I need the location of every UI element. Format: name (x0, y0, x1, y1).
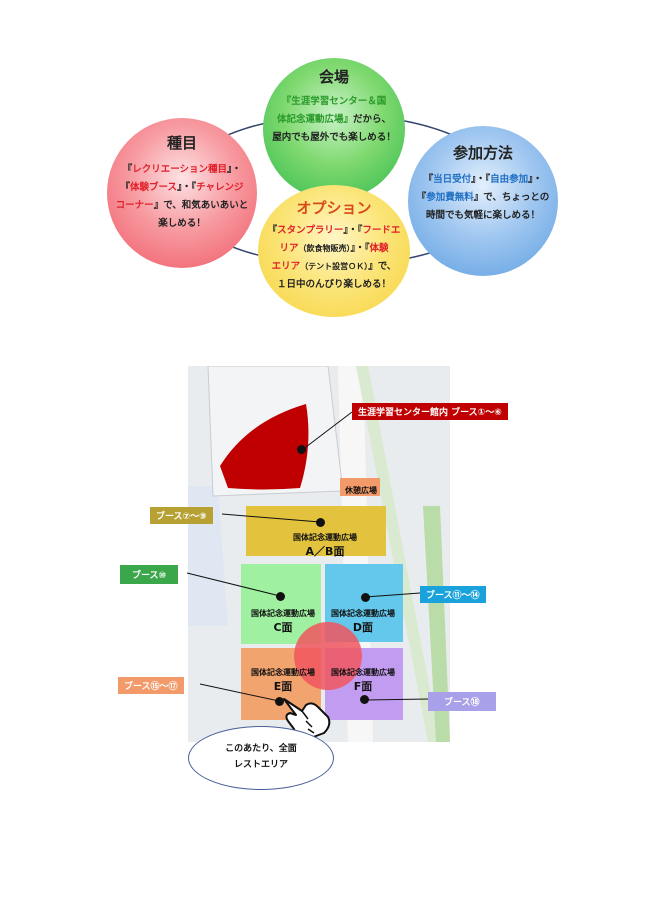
option-line2c: 』・『 (350, 243, 370, 254)
venue-line2: 体記念運動広場』 (276, 114, 353, 125)
option-line3b: （テント設営ＯＫ） (300, 262, 369, 271)
participation-line1b: 当日受付 (433, 174, 472, 185)
venue-line2b: だから、 (353, 114, 392, 125)
option-circle: オプション 『スタンプラリー』・『フードエ リア（飲食物販売）』・『体験 エリア… (258, 185, 410, 317)
events-line2b: 体験ブース (130, 182, 178, 193)
option-line2d: 体験 (369, 243, 389, 254)
booth5-dot (275, 697, 284, 706)
participation-line1a: 『 (423, 174, 434, 185)
zone-c-face: C面 (273, 621, 293, 634)
option-line1c: 』・『 (343, 225, 363, 236)
booth1-dot (297, 445, 306, 454)
events-line3b: 』で、和気あいあいと (153, 200, 249, 211)
zone-d-label: 国体記念運動広場 D面 (308, 608, 418, 635)
events-line1c: 』・ (227, 164, 242, 175)
option-line1b: スタンプラリー (277, 225, 344, 236)
option-line4: １日中のんびり楽しめる！ (276, 279, 391, 290)
option-title: オプション (296, 199, 372, 217)
option-line3c: 』で、 (368, 261, 397, 272)
participation-line1e: 』・ (528, 174, 543, 185)
booth2-label: ブース⑦～⑨ (150, 507, 213, 524)
venue-line1: 『生涯学習センター＆国 (281, 96, 387, 107)
option-line1a: 『 (267, 225, 278, 236)
events-line2a: 『 (120, 182, 131, 193)
events-line1b: レクリエーション種目 (132, 164, 228, 175)
events-line4: 楽しめる！ (158, 218, 206, 229)
booth4-dot (361, 593, 370, 602)
zone-f-face: F面 (353, 680, 373, 693)
booth2-dot (316, 518, 325, 527)
rest-plaza-label: 休憩広場 (345, 486, 377, 495)
events-circle: 種目 『レクリエーション種目』・ 『体験ブース』・『チャレンジ コーナー』で、和… (107, 118, 257, 268)
zone-f-name: 国体記念運動広場 (331, 668, 395, 677)
participation-title: 参加方法 (452, 144, 513, 162)
zone-e-name: 国体記念運動広場 (251, 668, 315, 677)
option-line1d: フードエ (362, 225, 401, 236)
participation-circle: 参加方法 『当日受付』・『自由参加』・ 『参加費無料』で、ちょっとの 時間でも気… (408, 126, 558, 276)
callout-line2: レストエリア (233, 760, 288, 770)
events-line2c: 』・『 (177, 182, 197, 193)
callout-line1: このあたり、全面 (225, 744, 297, 754)
zone-d-face: D面 (352, 621, 374, 634)
zone-ab-label: 国体記念運動広場 A／B面 (270, 532, 380, 559)
venue-circle: 会場 『生涯学習センター＆国 体記念運動広場』だから、 屋内でも屋外でも楽しめる… (263, 58, 405, 200)
booth5-label: ブース⑮～⑰ (118, 677, 184, 694)
participation-line2c: 』で、ちょっとの (473, 192, 550, 203)
booth3-dot (276, 592, 285, 601)
booth6-dot (360, 695, 369, 704)
participation-line1d: 自由参加 (490, 174, 529, 185)
events-line3a: コーナー (115, 200, 154, 211)
participation-line2a: 『 (416, 192, 427, 203)
zone-d-name: 国体記念運動広場 (331, 609, 395, 618)
option-line3a: エリア (271, 261, 301, 272)
zone-ab-face: A／B面 (305, 545, 345, 558)
participation-line2b: 参加費無料 (426, 192, 474, 203)
booth6-label: ブース⑱ (428, 692, 496, 711)
zone-f-label: 国体記念運動広場 F面 (308, 667, 418, 694)
rest-area-callout: このあたり、全面 レストエリア (188, 726, 334, 790)
booth1-label: 生涯学習センター館内 ブース①～⑥ (352, 403, 508, 420)
events-line2d: チャレンジ (196, 182, 244, 193)
venue-line3: 屋内でも屋外でも楽しめる！ (272, 132, 396, 143)
participation-line1c: 』・『 (471, 174, 491, 185)
booth3-label: ブース⑩ (120, 565, 179, 584)
events-title: 種目 (166, 134, 197, 152)
zone-c-label: 国体記念運動広場 C面 (228, 608, 338, 635)
zone-ab-name: 国体記念運動広場 (293, 533, 357, 542)
zone-c-name: 国体記念運動広場 (251, 609, 315, 618)
participation-line3: 時間でも気軽に楽しめる！ (425, 210, 540, 221)
option-line2b: （飲食物販売） (298, 244, 351, 253)
option-line2a: リア (279, 243, 299, 254)
venue-title: 会場 (318, 68, 349, 86)
events-line1a: 『 (122, 164, 133, 175)
booth4-label: ブース⑪～⑭ (420, 586, 486, 603)
